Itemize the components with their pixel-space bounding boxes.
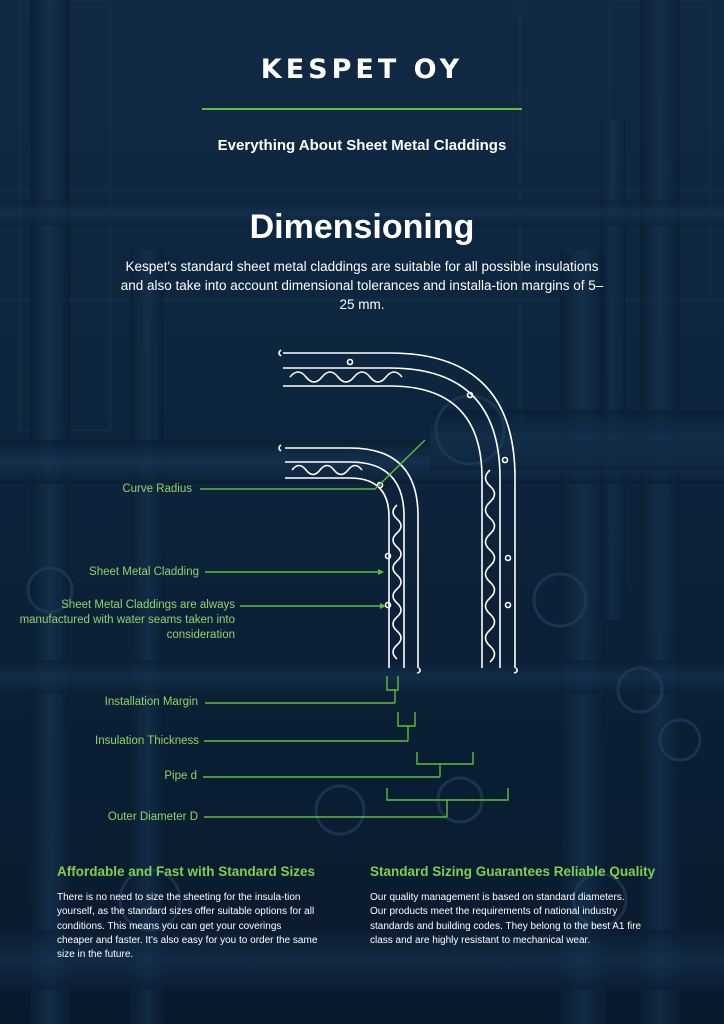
label-pipe-d: Pipe d <box>164 770 197 782</box>
inner-wavy-vertical <box>392 504 402 660</box>
label-water-seams: Sheet Metal Claddings are always manufac… <box>19 599 235 641</box>
page-title: Dimensioning <box>249 208 475 246</box>
inner-insulation-line <box>285 461 405 668</box>
label-insulation-thickness: Insulation Thickness <box>95 735 199 747</box>
right-column-text: Our quality management is based on stand… <box>370 892 642 946</box>
outer-cladding-line <box>283 352 516 668</box>
outer-insulation-line <box>283 367 501 668</box>
label-outer-diameter: Outer Diameter D <box>107 811 198 823</box>
outer-wavy-vertical <box>484 469 496 663</box>
left-column-heading: Affordable and Fast with Standard Sizes <box>57 864 316 879</box>
pipe-cladding-diagram <box>200 349 518 818</box>
intro-paragraph: Kespet's standard sheet metal claddings … <box>120 259 604 312</box>
label-curve-radius: Curve Radius <box>122 483 192 495</box>
label-installation-margin: Installation Margin <box>104 696 198 708</box>
kespet-logo: KESPET OY <box>260 54 464 85</box>
page-subtitle: Everything About Sheet Metal Claddings <box>217 137 507 154</box>
inner-pipe-line <box>285 477 390 668</box>
inner-cladding-line <box>285 447 419 668</box>
label-sheet-metal-cladding: Sheet Metal Cladding <box>89 566 199 578</box>
inner-wavy-horizontal <box>291 464 363 476</box>
outer-inner-line <box>283 385 483 668</box>
header-divider <box>202 108 522 110</box>
outer-wavy-insulation <box>289 371 403 383</box>
left-column-text: There is no need to size the sheeting fo… <box>57 892 318 961</box>
right-column-heading: Standard Sizing Guarantees Reliable Qual… <box>370 864 656 879</box>
